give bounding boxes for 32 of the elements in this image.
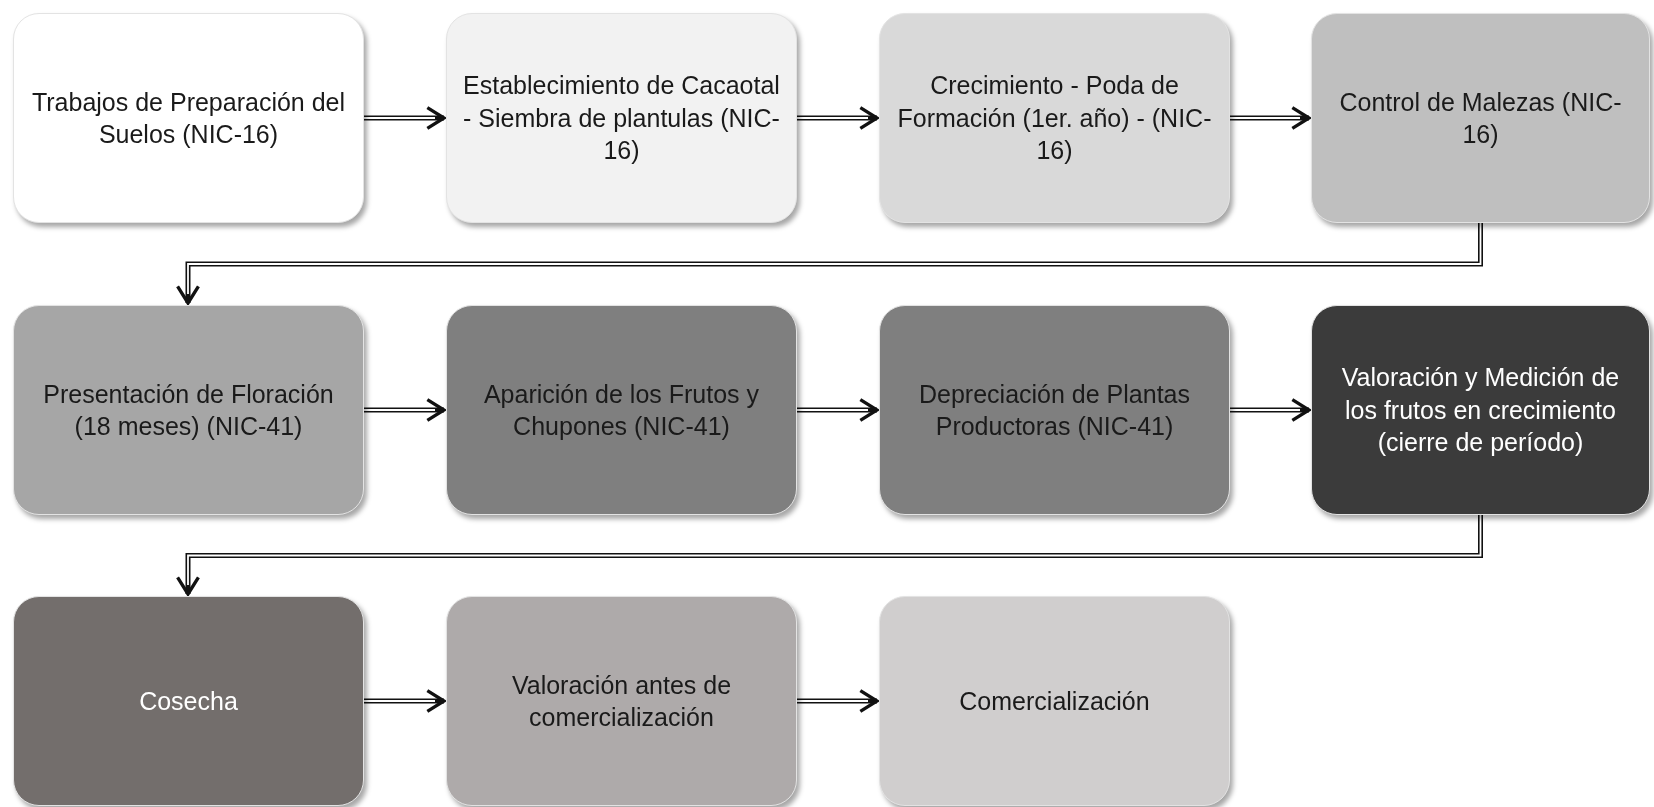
process-box: [1311, 305, 1650, 515]
step-label: Valoración y Medición de los frutos en crecimiento (cierre de período): [1340, 362, 1621, 459]
double-arrow: [175, 223, 1483, 305]
process-box: [13, 13, 364, 223]
double-arrow: [1230, 397, 1311, 423]
double-arrow: [797, 688, 879, 714]
process-box: [1311, 13, 1650, 223]
process-box: [879, 305, 1230, 515]
step-label: Aparición de los Frutos y Chupones (NIC-41): [482, 378, 761, 442]
process-box: [13, 305, 364, 515]
process-box: [446, 305, 797, 515]
step-label: Valoración antes de comercialización: [510, 669, 733, 733]
process-box: [446, 596, 797, 806]
process-box: [13, 596, 364, 806]
step-label: Control de Malezas (NIC-16): [1338, 86, 1623, 150]
double-arrow: [797, 397, 879, 423]
step-label: Comercialización: [959, 685, 1150, 717]
step-label: Establecimiento de Cacaotal - Siembra de plantulas (NIC-16): [462, 70, 781, 167]
double-arrow: [364, 688, 446, 714]
double-arrow: [797, 105, 879, 131]
double-arrow: [1230, 105, 1311, 131]
step-label: Trabajos de Preparación del Suelos (NIC-16): [30, 86, 347, 150]
step-label: Cosecha: [139, 685, 238, 717]
step-label: Presentación de Floración (18 meses) (NIC-41): [42, 378, 335, 442]
step-label: Depreciación de Plantas Productoras (NIC-41): [918, 378, 1191, 442]
step-label: Crecimiento - Poda de Formación (1er. año) - (NIC-16): [896, 70, 1213, 167]
process-box: [879, 13, 1230, 223]
process-box: [879, 596, 1230, 806]
double-arrow: [364, 397, 446, 423]
double-arrow: [364, 105, 446, 131]
process-box: [446, 13, 797, 223]
double-arrow: [175, 515, 1483, 596]
